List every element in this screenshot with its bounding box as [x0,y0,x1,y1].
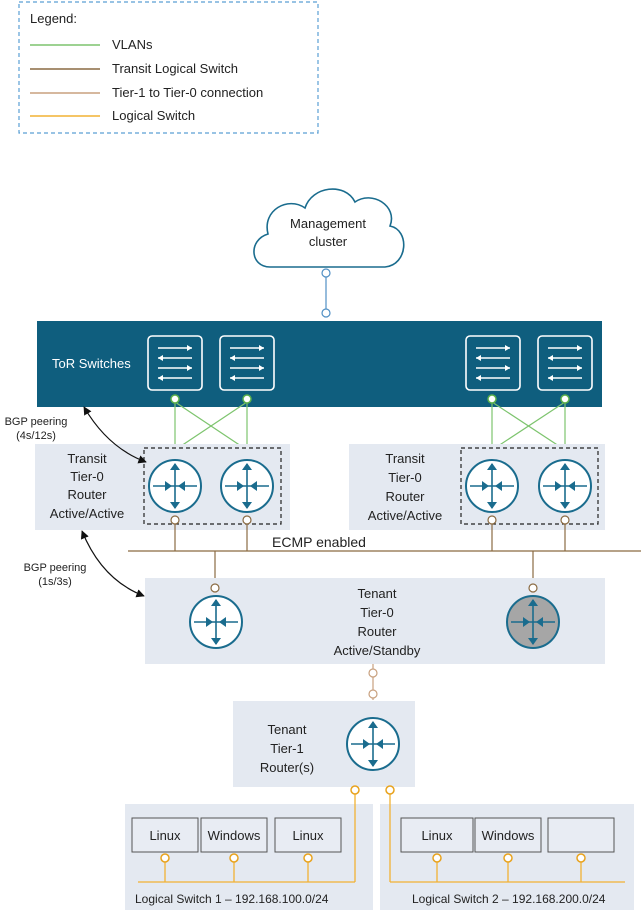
router-icon-tenant-t0-active [189,595,243,649]
vlan-links [174,401,566,451]
transit-left-edge-cluster [143,447,282,525]
switch-icon [465,335,521,391]
router-icon-transit-right-2 [538,459,592,513]
legend-title: Legend: [30,11,77,26]
transit-right-l1: Transit [385,451,425,466]
cloud-icon [253,188,405,268]
bgp-mid-arrow [80,530,145,598]
tenant-t0-port-right [528,583,538,593]
switch-icon [147,335,203,391]
legend-label-t1-t0: Tier-1 to Tier-0 connection [112,85,263,100]
t1-t0-port-top [368,668,378,678]
transit-drops [174,523,566,584]
ls1-vm-label: Linux [292,828,324,843]
switch-icon [219,335,275,391]
router-icon-transit-left-2 [220,459,274,513]
tenant-t1-l3: Router(s) [260,760,314,775]
legend-label-logical-switch: Logical Switch [112,108,195,123]
ls1-vm-1: Linux [131,817,199,882]
management-port-bottom [321,308,331,318]
management-label-line1: Management [290,216,366,231]
bgp-mid-line2: (1s/3s) [38,576,72,588]
bgp-top-line1: BGP peering [5,416,68,428]
management-label-line2: cluster [309,234,348,249]
legend: Legend: VLANs Transit Logical Switch Tie… [18,1,319,134]
tenant-t0-l2: Tier-0 [360,605,393,620]
legend-label-vlans: VLANs [112,37,153,52]
switch-icon [537,335,593,391]
ls1-vm-2: Windows [200,817,268,882]
ecmp-label: ECMP enabled [272,534,366,550]
transit-left-l3: Router [67,487,107,502]
legend-label-transit-ls: Transit Logical Switch [112,61,238,76]
ls2-vm-1: Linux [400,817,474,882]
bgp-top-arrow [83,406,147,464]
transit-left-l4: Active/Active [50,506,124,521]
tenant-t1-l1: Tenant [267,722,306,737]
bgp-mid-line1: BGP peering [24,562,87,574]
tor-label: ToR Switches [52,356,131,371]
router-icon-transit-right-1 [465,459,519,513]
ls-uplink-ports [350,785,395,795]
legend-box [18,1,319,134]
ls2-vm-label: Linux [421,828,453,843]
router-icon-tenant-t0-standby [506,595,560,649]
transit-right-edge-cluster [460,447,599,525]
ls2-vm-3 [547,817,615,882]
transit-right-l3: Router [385,489,425,504]
bgp-top-line2: (4s/12s) [16,430,56,442]
ls1-vm-label: Windows [208,828,261,843]
transit-left-l2: Tier-0 [70,469,103,484]
ls1-vm-3: Linux [274,817,342,882]
tenant-t0-l3: Router [357,624,397,639]
ls2-vm-label: Windows [482,828,535,843]
transit-ports [170,515,570,525]
ls1-vm-label: Linux [149,828,181,843]
ls2-vm-2: Windows [474,817,542,882]
t1-t0-port-bottom [368,689,378,699]
transit-right-l4: Active/Active [368,508,442,523]
router-icon-tenant-t1 [346,717,400,771]
ls2-label: Logical Switch 2 – 192.168.200.0/24 [412,892,606,906]
tenant-t0-l1: Tenant [357,586,396,601]
ls1-label: Logical Switch 1 – 192.168.100.0/24 [135,892,329,906]
tenant-t0-port-left [210,583,220,593]
transit-right-l2: Tier-0 [388,470,421,485]
transit-left-l1: Transit [67,451,107,466]
management-cloud: Management cluster [253,188,405,268]
tenant-t0-l4: Active/Standby [334,643,421,658]
tenant-t1-l2: Tier-1 [270,741,303,756]
management-port-top [321,268,331,278]
router-icon-transit-left-1 [148,459,202,513]
